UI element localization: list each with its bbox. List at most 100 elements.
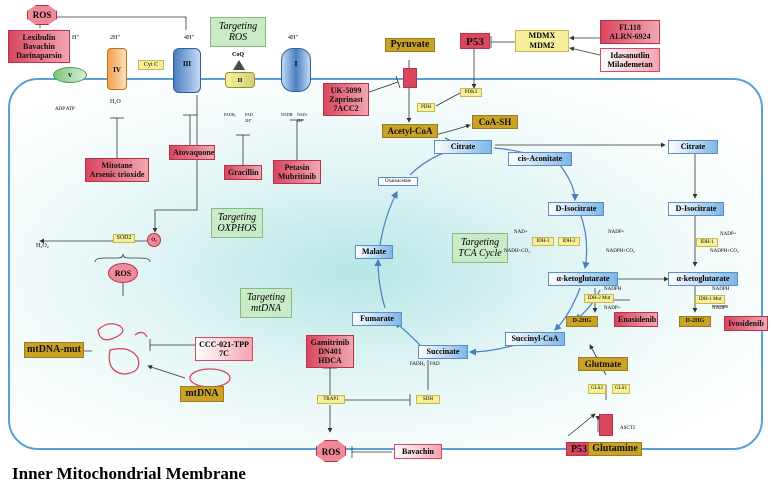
targeting-ros: Targeting ROS	[210, 17, 266, 47]
p53-top: P53	[460, 33, 490, 49]
cyt-c: Cyt C	[138, 60, 164, 70]
drug-dn401: DN401	[318, 347, 342, 356]
nadh-label: NADH	[281, 112, 293, 117]
targeting-ros-line1: Targeting	[218, 21, 258, 32]
h-plus-iv: 2H⁺	[110, 35, 121, 41]
drug-gracillin: Gracillin	[224, 165, 262, 180]
drug-gamitrinib: Gamitrinib	[310, 338, 350, 347]
drug-7c: 7C	[219, 349, 229, 358]
acetyl-coa: Acetyl-CoA	[382, 124, 438, 138]
nadp-plus-label-2: NADP+	[604, 306, 621, 311]
h-plus-v: H⁺	[72, 35, 80, 41]
nadp-plus-label-4: NADP+	[712, 306, 729, 311]
complex-ii: II	[225, 72, 255, 88]
nadph-label-2: NADPH	[712, 287, 730, 292]
glutamine: Glutamine	[588, 442, 642, 456]
mtdna: mtDNA	[180, 386, 224, 402]
complex-v: V	[53, 67, 87, 83]
fadh2-label: FADH₂	[224, 112, 236, 117]
d-isocitrate: D-Isocitrate	[548, 202, 604, 216]
drug-alrn-6924: ALRN-6924	[609, 32, 651, 41]
adp-atp-label: ADP ATP	[55, 107, 75, 112]
idh2: IDH-2	[558, 237, 580, 246]
fl118-box: FL118 ALRN-6924	[600, 20, 660, 44]
succinate: Succinate	[418, 345, 468, 359]
drug-arsenic-trioxide: Arsenic trioxide	[89, 170, 145, 179]
inner-membrane	[8, 78, 763, 450]
d-isocitrate-cytosol: D-Isocitrate	[668, 202, 724, 216]
petasin-box: Petasin Mubritinib	[273, 160, 321, 184]
mdmx: MDMX	[528, 31, 556, 40]
ros-middle: ROS	[108, 263, 138, 283]
nad-label: NAD+	[297, 112, 308, 117]
idh1-mut: IDH-1 Mut	[695, 295, 725, 304]
pdk3: PDK3	[460, 88, 482, 97]
drug-atovaquone: Atovaquone	[169, 145, 215, 160]
targeting-oxphos-line1: Targeting	[217, 212, 257, 223]
membrane-title: Inner Mitochondrial Membrane	[12, 464, 246, 483]
idh3: IDH-3	[532, 237, 554, 246]
drug-mitotane: Mitotane	[101, 161, 133, 170]
complex-v-inhibitors: Lexibulin Bavachin Darinaparsin	[8, 30, 70, 63]
idh1: IDH-1	[696, 238, 718, 247]
drug-lexibulin: Lexibulin	[22, 33, 56, 42]
h-plus-i2: 2H⁺	[297, 118, 304, 123]
alpha-ketoglutarate: α-ketoglutarate	[548, 272, 618, 286]
drug-zaprinast: Zaprinast	[329, 95, 363, 104]
targeting-tca: Targeting TCA Cycle	[452, 233, 508, 263]
drug-fl118: FL118	[619, 23, 641, 32]
asct2-transporter	[599, 414, 613, 436]
drug-hdca: HDCA	[318, 356, 342, 365]
targeting-mtdna: Targeting mtDNA	[240, 288, 292, 318]
sod2: SOD2	[113, 234, 135, 243]
targeting-tca-line2: TCA Cycle	[458, 248, 502, 259]
nad-plus-label: NAD+	[514, 230, 528, 235]
drug-idasanutlin: Idasanutlin	[610, 51, 650, 60]
fumarate: Fumarate	[352, 312, 402, 326]
targeting-ros-line2: ROS	[228, 32, 248, 43]
mdmx-box: MDMX MDM2	[515, 30, 569, 52]
fadh2-label-2: FADH₂	[410, 362, 425, 367]
malate: Malate	[355, 245, 393, 259]
h-plus-iii: 4H⁺	[184, 35, 195, 41]
complex-iii: III	[173, 48, 201, 93]
drug-ivosidenib: Ivosidenib	[724, 316, 768, 331]
pyruvate: Pyruvate	[385, 38, 435, 52]
glutmate: Glutmate	[578, 357, 628, 371]
nadph-co2-label: NADPH+CO₂	[606, 249, 635, 254]
citrate-cytosol: Citrate	[668, 140, 718, 154]
coa-sh: CoA-SH	[472, 115, 518, 129]
mpc-transporter	[403, 68, 417, 88]
ros-top: ROS	[27, 5, 57, 25]
mtdna-mut: mtDNA-mut	[24, 342, 84, 358]
drug-milademetan: Milademetan	[607, 60, 653, 69]
mitotane-box: Mitotane Arsenic trioxide	[85, 158, 149, 182]
trap1: TRAP1	[317, 395, 345, 404]
h2o-label: H₂O	[110, 99, 121, 105]
d-2hg-cytosol: D-2HG	[679, 316, 711, 327]
complex-iv: IV	[107, 48, 127, 90]
cis-aconitate: cis-Aconitate	[508, 152, 572, 166]
targeting-oxphos: Targeting OXPHOS	[211, 208, 263, 238]
drug-darinaparsin: Darinaparsin	[16, 51, 62, 60]
coq-label: CoQ	[232, 52, 244, 58]
drug-7acc2: 7ACC2	[333, 104, 359, 113]
coq-triangle-icon	[233, 60, 245, 70]
nadph-label: NADPH	[604, 287, 622, 292]
idasanutlin-box: Idasanutlin Milademetan	[600, 48, 660, 72]
h2o2-label: H₂O₂	[36, 243, 49, 249]
pdh: PDH	[417, 103, 435, 112]
o2-circle: O₂	[147, 233, 161, 247]
drug-bavachin-bottom: Bavachin	[394, 444, 442, 459]
gamitrinib-box: Gamitrinib DN401 HDCA	[306, 335, 354, 368]
targeting-mtdna-line1: Targeting	[246, 292, 286, 303]
targeting-oxphos-line2: OXPHOS	[217, 223, 257, 234]
nadh-co2-label: NADH+CO₂	[504, 249, 530, 254]
h-plus-i: 4H⁺	[288, 35, 299, 41]
uk-box: UK-5099 Zaprinast 7ACC2	[323, 83, 369, 116]
h-plus-ii: 2H⁺	[245, 118, 252, 123]
succinyl-coa: Succinyl-CoA	[505, 332, 565, 346]
nadph-co2-label-2: NADPH+CO₂	[710, 249, 739, 254]
gls2: GLS2	[588, 384, 606, 394]
complex-i: I	[281, 48, 311, 92]
